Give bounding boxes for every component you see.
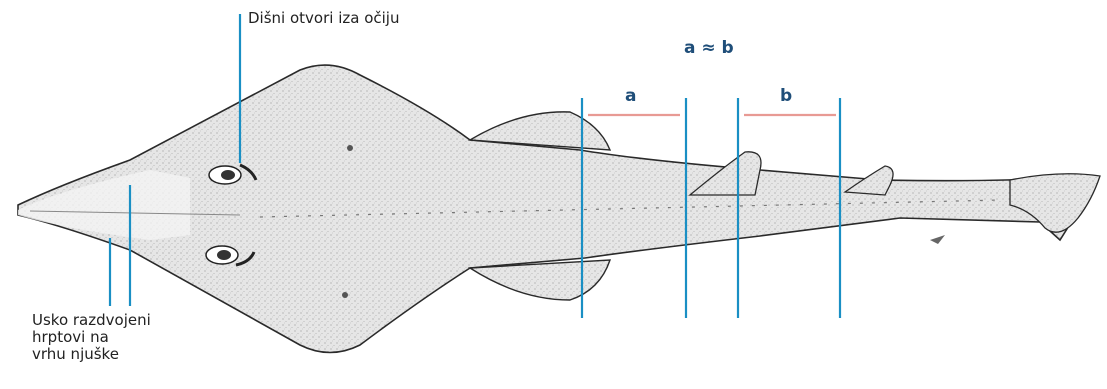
snout-ridges-line-1: Usko razdvojeni <box>32 312 151 329</box>
segment-a-label: a <box>625 86 636 106</box>
caudal-fin <box>1010 174 1100 232</box>
segment-b-label: b <box>780 86 792 106</box>
spiracles-label: Dišni otvori iza očiju <box>248 10 399 27</box>
snout-ridges-line-3: vrhu njuške <box>32 346 151 363</box>
snout-ridges-label: Usko razdvojeni hrptovi na vrhu njuške <box>32 312 151 363</box>
equation-label: a ≈ b <box>684 38 734 58</box>
snout-ridges-line-2: hrptovi na <box>32 329 151 346</box>
